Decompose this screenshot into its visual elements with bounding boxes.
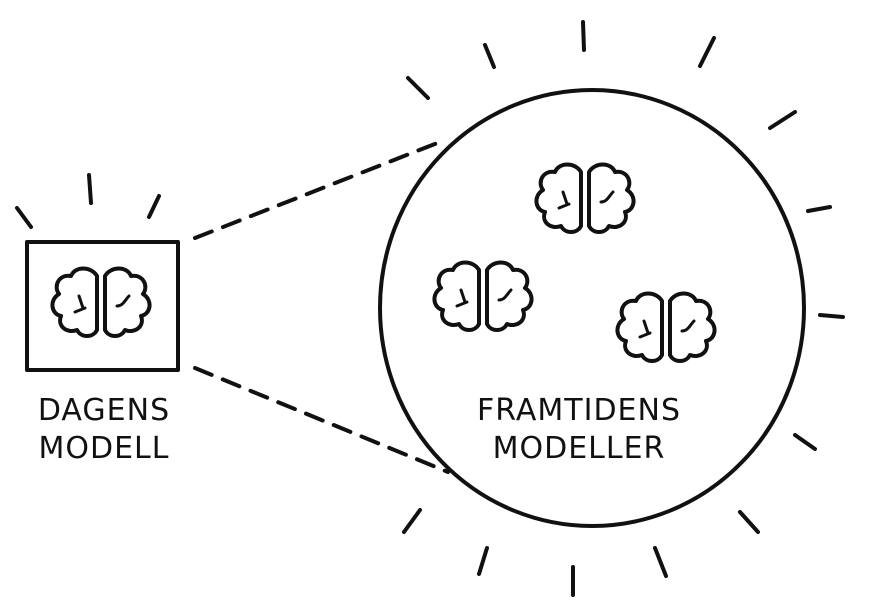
future-models-label-line1: FRAMTIDENS <box>477 393 681 428</box>
future-model-brain-icon <box>615 291 717 363</box>
current-model-box <box>25 240 180 372</box>
future-models-circle <box>378 88 806 528</box>
ray <box>406 76 430 100</box>
ray <box>483 43 496 69</box>
ray <box>653 546 668 578</box>
ray <box>768 110 797 130</box>
ray <box>15 206 33 229</box>
future-model-brain-icon <box>432 260 534 332</box>
current-model-brain-icon <box>50 266 152 338</box>
future-models-rays <box>402 20 845 597</box>
ray <box>477 546 489 576</box>
ray <box>402 508 422 534</box>
ray <box>87 173 93 205</box>
future-model-brain-icon <box>534 162 636 234</box>
current-model-rays <box>15 173 161 229</box>
ray <box>698 36 716 68</box>
current-model-label-line1: DAGENS <box>38 393 170 428</box>
connector-top <box>193 138 447 240</box>
ray <box>793 433 817 451</box>
ray <box>581 20 586 52</box>
connector-bottom <box>193 366 450 474</box>
future-models-label-line2: MODELLER <box>493 431 666 466</box>
ray <box>147 194 161 219</box>
ray <box>818 313 845 319</box>
current-model-label-line2: MODELL <box>39 431 170 466</box>
ray <box>738 510 760 534</box>
ray <box>806 205 832 213</box>
